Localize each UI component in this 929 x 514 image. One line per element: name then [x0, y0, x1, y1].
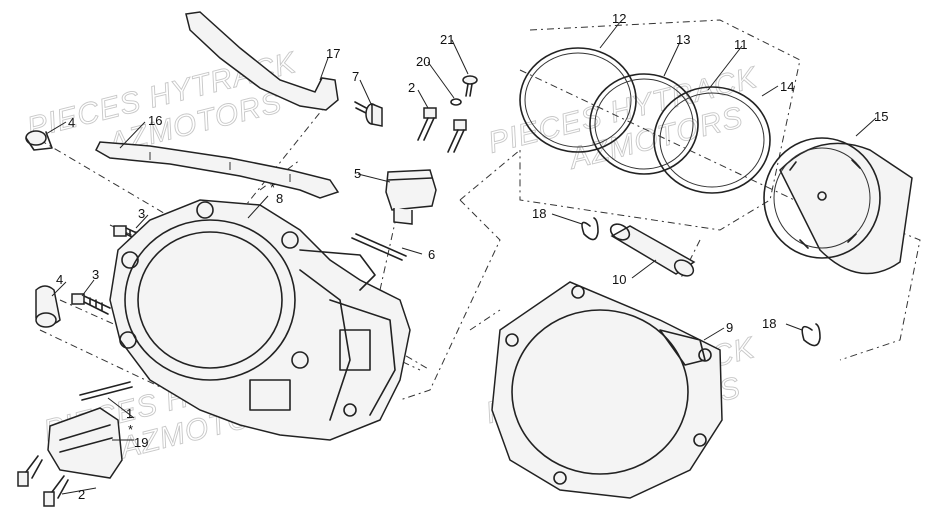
piston [763, 137, 913, 275]
dowel-pin-upper [25, 130, 53, 151]
bolt-with-washer [354, 101, 383, 127]
callout-8-star: * [270, 180, 275, 195]
cylinder-base-gasket [491, 281, 723, 499]
callout-2-upper: 2 [408, 80, 415, 95]
small-o-ring [450, 98, 462, 106]
callout-7: 7 [352, 69, 359, 84]
piston-ring-top [519, 47, 637, 153]
piston-ring-second [589, 73, 699, 175]
callout-2-lower: 2 [78, 487, 85, 502]
callout-3-lower: 3 [92, 267, 99, 282]
chain-tensioner-body [47, 407, 123, 479]
chain-guide-upper [185, 11, 339, 111]
callout-11: 11 [734, 37, 748, 52]
callout-17: 17 [326, 46, 340, 61]
callout-3-upper: 3 [138, 206, 145, 221]
callout-8: 8 [276, 191, 283, 206]
callout-4-upper: 4 [68, 115, 75, 130]
callout-9: 9 [726, 320, 733, 335]
dowel-pin-lower [35, 285, 61, 328]
callout-18-upper: 18 [532, 206, 546, 221]
callout-13: 13 [676, 32, 690, 47]
piston-oil-ring [653, 86, 771, 194]
callout-12: 12 [612, 11, 626, 26]
bolt-lower [71, 293, 111, 315]
callout-19: 19 [134, 435, 148, 450]
bolt-upper-2 [447, 119, 467, 153]
callout-20: 20 [416, 54, 430, 69]
valve-gasket [351, 233, 407, 261]
callout-labels: 4 4 3 3 2 2 7 5 6 * 8 16 17 1 * 19 20 21… [56, 11, 888, 502]
leader-lines [45, 21, 877, 495]
small-screw [462, 75, 478, 97]
callout-5: 5 [354, 166, 361, 181]
tensioner-gasket [79, 381, 133, 401]
bolt-lower-left-2 [43, 475, 69, 507]
callout-15: 15 [874, 109, 888, 124]
piston-pin-clip-lower [801, 323, 821, 347]
bolt-lower-left-1 [17, 455, 43, 487]
cylinder-block [109, 199, 411, 441]
callout-14: 14 [780, 79, 794, 94]
callout-10: 10 [612, 272, 626, 287]
chain-tensioner-guide [95, 141, 340, 199]
piston-pin [609, 223, 696, 277]
piston-pin-clip-upper [581, 217, 599, 241]
bolt-upper-1 [417, 107, 437, 141]
callout-16: 16 [148, 113, 162, 128]
callout-21: 21 [440, 32, 454, 47]
callout-4-lower: 4 [56, 272, 63, 287]
callout-19-star: * [128, 422, 133, 437]
callout-18-lower: 18 [762, 316, 776, 331]
callout-1: 1 [126, 406, 133, 421]
callout-6: 6 [428, 247, 435, 262]
valve-body [385, 169, 437, 225]
